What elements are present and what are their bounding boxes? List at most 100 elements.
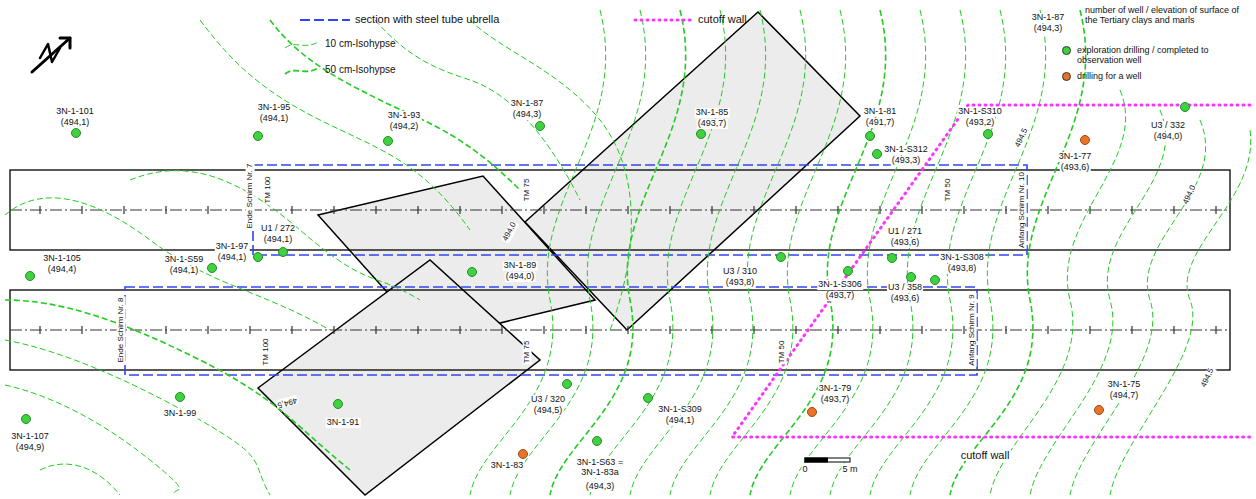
scale-value: 0 <box>801 465 808 475</box>
station-mark: TM 100 <box>262 337 271 366</box>
legend-line-sample <box>635 19 690 22</box>
well-number: 3N-1-S306 <box>817 280 863 290</box>
legend-item: 50 cm-Isohypse <box>325 64 396 76</box>
well-number: 3N-1-101 <box>55 107 95 117</box>
well-number: 3N-1-85 <box>695 108 730 118</box>
station-tick <box>879 326 880 334</box>
north-arrow <box>60 38 70 48</box>
station-tick <box>1131 326 1132 334</box>
elevation: (494,9) <box>15 443 46 453</box>
observation-well <box>907 273 916 282</box>
observation-well <box>468 268 477 277</box>
station-tick <box>753 326 754 334</box>
well-number: 3N-1-S59 <box>164 255 205 265</box>
tunnel-band <box>10 290 1230 370</box>
legend-line-sample <box>285 68 318 74</box>
steel-tube-umbrella-section <box>125 287 977 375</box>
station-tick <box>333 206 334 214</box>
station-mark: TM 75 <box>523 178 532 203</box>
station-tick <box>249 326 250 334</box>
well-number: 3N-1-77 <box>1058 152 1093 162</box>
observation-well <box>72 129 81 138</box>
station-tick <box>543 326 544 334</box>
station-tick <box>837 326 838 334</box>
umbrella-end: Anfang Schirm Nr. 9 <box>968 293 977 367</box>
isohypse <box>200 20 470 230</box>
elevation: (494,2) <box>389 122 420 132</box>
station-mark: TM 100 <box>264 175 273 204</box>
umbrella-end: Ende Schirm Nr. 7 <box>246 163 255 230</box>
observation-well <box>536 122 545 131</box>
station-tick <box>1089 206 1090 214</box>
observation-well <box>384 137 393 146</box>
station-tick <box>921 326 922 334</box>
station-tick <box>1005 326 1006 334</box>
elevation: (493,6) <box>890 238 921 248</box>
well-number: U3 / 310 <box>722 267 758 277</box>
station-tick <box>753 206 754 214</box>
cutoff-wall <box>732 105 1250 437</box>
isohypse <box>40 464 120 495</box>
legend-item: number of well / elevation of surface of… <box>1085 5 1250 26</box>
isohypse <box>375 20 580 200</box>
elevation: (491,7) <box>865 118 896 128</box>
legend-text: number of well / elevation of surface of… <box>1085 5 1250 26</box>
contour-value: 494,5 <box>1199 366 1216 390</box>
station-tick <box>165 206 166 214</box>
north-arrow <box>40 44 60 62</box>
station-tick <box>333 326 334 334</box>
legend-text: drilling for a well <box>1077 71 1142 81</box>
legend-line-sample <box>285 42 318 48</box>
station-tick <box>711 206 712 214</box>
contour-value: 494,0 <box>501 220 519 244</box>
scale-bar <box>805 458 850 462</box>
elevation: (494,1) <box>60 118 91 128</box>
isohypse <box>1070 120 1206 495</box>
umbrella-end: Ende Schirm Nr. 8 <box>117 297 126 364</box>
elevation: (493,7) <box>825 291 856 301</box>
north-arrow <box>32 38 70 72</box>
station-tick <box>81 326 82 334</box>
observation-well <box>644 394 653 403</box>
station-tick <box>1215 326 1216 334</box>
excavation-pit <box>258 260 540 495</box>
planned-well <box>519 450 528 459</box>
station-mark: TM 50 <box>778 340 787 365</box>
well-number: 3N-1-79 <box>818 384 853 394</box>
legend-item: 10 cm-Isohypse <box>325 38 396 50</box>
legend-text: 50 cm-Isohypse <box>325 64 396 76</box>
elevation: (494,7) <box>1109 391 1140 401</box>
isohypse <box>590 10 726 495</box>
elevation: (494,4) <box>47 265 78 275</box>
isohypse <box>5 198 330 330</box>
well-number: U3 / 332 <box>1150 121 1186 131</box>
well-number: U1 / 272 <box>260 224 296 234</box>
elevation: (494,1) <box>259 114 290 124</box>
elevation: (494,0) <box>1153 132 1184 142</box>
observation-well <box>26 272 35 281</box>
observation-well <box>593 437 602 446</box>
station-tick <box>501 206 502 214</box>
station-tick <box>627 206 628 214</box>
isohypse <box>790 10 926 495</box>
station-tick <box>669 206 670 214</box>
elevation: (494,3) <box>1033 24 1064 34</box>
station-tick <box>123 206 124 214</box>
well-number: 3N-1-S63 = 3N-1-83a <box>572 458 628 478</box>
isohypse <box>470 20 631 330</box>
observation-well <box>777 253 786 262</box>
well-number: 3N-1-107 <box>10 432 50 442</box>
observation-well <box>22 415 31 424</box>
station-tick <box>585 326 586 334</box>
station-tick <box>669 326 670 334</box>
planned-well <box>1081 136 1090 145</box>
isohypse <box>750 10 886 495</box>
station-tick <box>207 206 208 214</box>
station-tick <box>543 206 544 214</box>
tunnel-axis <box>10 210 1230 211</box>
station-tick <box>921 206 922 214</box>
observation-well <box>334 400 343 409</box>
well-number: 3N-1-87 <box>510 99 545 109</box>
station-tick <box>1173 206 1174 214</box>
well-number: 3N-1-95 <box>257 103 292 113</box>
